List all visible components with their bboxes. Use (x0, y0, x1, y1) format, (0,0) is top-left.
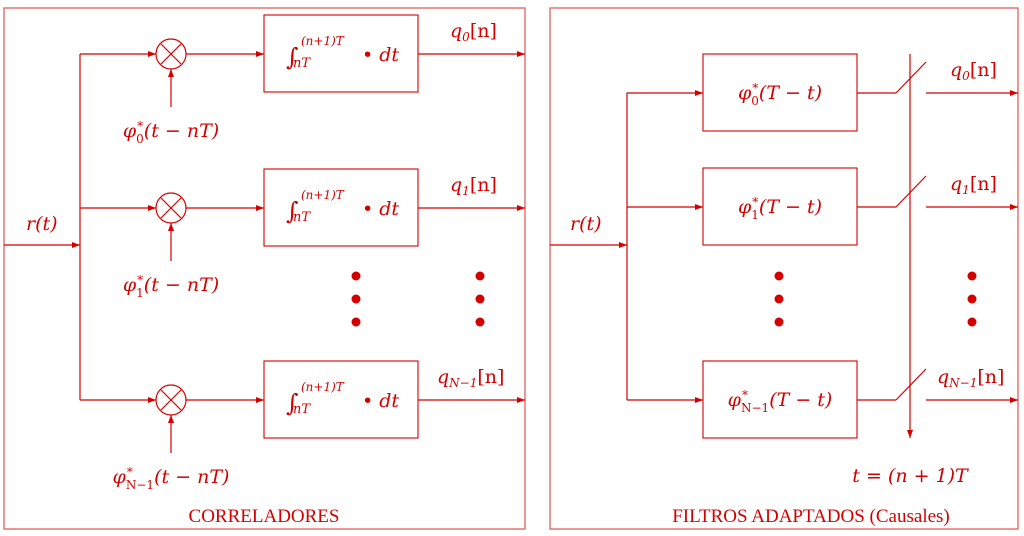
integral-upper-limit: (n+1)T (301, 34, 345, 48)
filter-block: φ*1(T − t) (702, 167, 858, 246)
integrand: • dt (362, 44, 399, 66)
correlators-panel: r(t) φ*0(t − nT)∫(n+1)TnT• dtq0[n]φ*1(t … (3, 7, 526, 530)
integrator-block: ∫(n+1)T nT • dt (263, 360, 419, 439)
ellipsis-dot (351, 317, 361, 327)
ellipsis-dot (967, 294, 977, 304)
correlator-branch: φ*0(t − nT) ∫(n+1)T nT • dt q0[n] (80, 14, 525, 146)
filter-block: φ*0(T − t) (702, 53, 858, 132)
filter-block: φ*N−1(T − t) (702, 360, 858, 439)
ellipsis-dot (475, 271, 485, 281)
output-label: qN−1[n] (937, 366, 1004, 390)
ellipsis-dot (475, 317, 485, 327)
matched-filter-branch: φ*N−1(T − t) qN−1[n] (627, 360, 1018, 439)
sampler-switch-icon (857, 368, 927, 401)
correlator-branch: φ*1(t − nT) ∫(n+1)T nT • dt q1[n] (80, 168, 525, 300)
correlator-branch: φ*N−1(t − nT) ∫(n+1)T nT • dt qN−1[n] (80, 360, 525, 492)
ellipsis-dot (967, 317, 977, 327)
integral-lower-limit: nT (293, 56, 311, 71)
correlators-title: CORRELADORES (189, 506, 340, 527)
ellipsis-dot (774, 294, 784, 304)
integrand: • dt (362, 198, 399, 220)
ellipsis-dot (774, 271, 784, 281)
output-label: q0[n] (950, 59, 997, 83)
integral-upper-limit: (n+1)T (301, 188, 345, 202)
output-label: q1[n] (450, 174, 497, 198)
matched-filters-panel: r(t) t = (n + 1)T φ*0(T − t) q0[n] φ*1(T −… (549, 7, 1019, 530)
integral-sign: ∫ (286, 389, 299, 417)
ellipsis-dot (351, 271, 361, 281)
integrator-block: ∫(n+1)T nT • dt (263, 168, 419, 247)
filter-label: φ*1(T − t) (738, 195, 822, 222)
integral-sign: ∫ (286, 43, 299, 71)
integrand: • dt (362, 390, 399, 412)
ellipsis-dot (475, 294, 485, 304)
reference-signal-label: φ*N−1(t − nT) (113, 465, 230, 492)
ellipsis-dots-filters (774, 271, 784, 327)
input-label: r(t) (26, 213, 58, 235)
multiplier-icon (155, 384, 187, 416)
input-label: r(t) (570, 213, 602, 235)
reference-signal-label: φ*1(t − nT) (123, 273, 219, 300)
ellipsis-dot (351, 294, 361, 304)
matched-filters-title: FILTROS ADAPTADOS (Causales) (672, 506, 950, 527)
ellipsis-dots-outputs (475, 271, 485, 327)
matched-filter-branch: φ*1(T − t) q1[n] (627, 167, 1018, 246)
reference-signal-label: φ*0(t − nT) (123, 119, 219, 146)
ellipsis-dots-integrators (351, 271, 361, 327)
filter-label: φ*0(T − t) (738, 81, 822, 108)
matched-filters-frame (549, 7, 1019, 530)
integrator-block: ∫(n+1)T nT • dt (263, 14, 419, 93)
integral-upper-limit: (n+1)T (301, 380, 345, 394)
correlators-frame (3, 7, 526, 530)
multiplier-icon (155, 38, 187, 70)
filter-label: φ*N−1(T − t) (728, 388, 833, 415)
sampler-switch-icon (857, 175, 927, 208)
sampler-switch-icon (857, 61, 927, 94)
integral-lower-limit: nT (293, 402, 311, 417)
output-label: q0[n] (450, 20, 497, 44)
ellipsis-dot (774, 317, 784, 327)
output-label: q1[n] (950, 173, 997, 197)
output-label: qN−1[n] (437, 366, 504, 390)
ellipsis-dot (967, 271, 977, 281)
matched-filter-branch: φ*0(T − t) q0[n] (627, 53, 1018, 132)
multiplier-icon (155, 192, 187, 224)
sampling-label: t = (n + 1)T (852, 465, 969, 487)
ellipsis-dots-outputs (967, 271, 977, 327)
integral-lower-limit: nT (293, 210, 311, 225)
integral-sign: ∫ (286, 197, 299, 225)
